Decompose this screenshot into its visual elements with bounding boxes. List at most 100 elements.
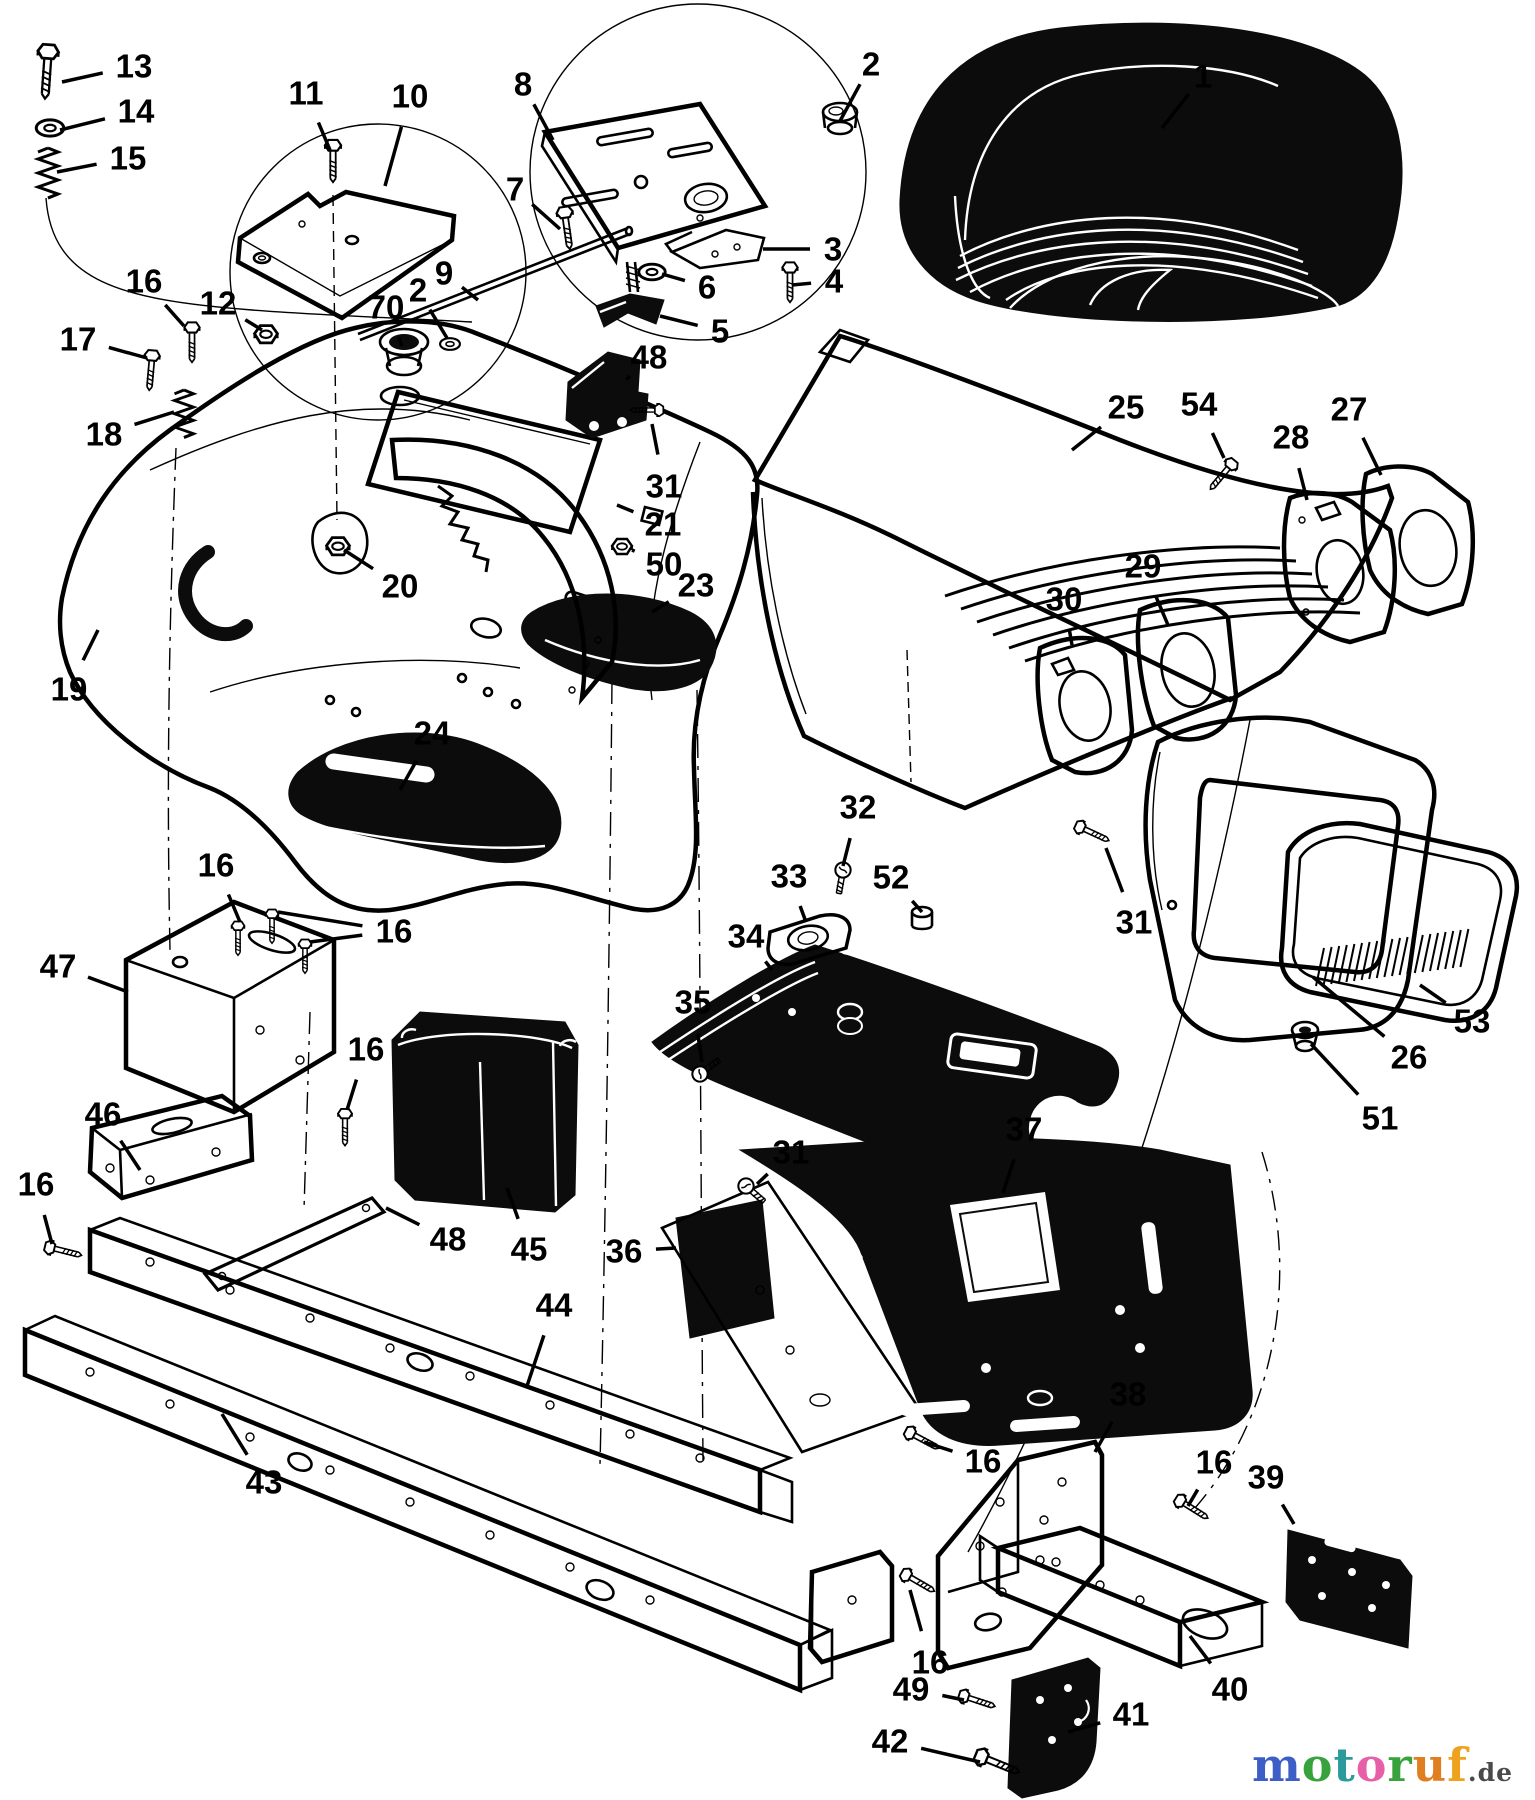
- leader-line-35: [696, 1033, 704, 1063]
- callout-18: 18: [86, 416, 123, 453]
- callout-25: 25: [1108, 389, 1145, 426]
- callout-27: 27: [1331, 391, 1368, 428]
- callout-41: 41: [1113, 1696, 1150, 1733]
- watermark-logo: motoruf.de: [1252, 1738, 1513, 1792]
- leader-line-48: [625, 374, 632, 381]
- leader-line-6: [661, 272, 686, 283]
- leader-line-2: [428, 308, 449, 339]
- leader-line-41: [1067, 1721, 1101, 1734]
- strap-48: [202, 1196, 387, 1292]
- mesh-line: [1451, 929, 1462, 969]
- leader-line-24: [398, 760, 418, 791]
- seat-part: [899, 22, 1403, 322]
- callout-21: 21: [645, 506, 682, 543]
- callout-48: 48: [631, 339, 668, 376]
- leader-line-25: [1070, 425, 1103, 452]
- callout-34: 34: [728, 918, 765, 955]
- callout-14: 14: [118, 93, 155, 130]
- callout-50: 50: [646, 546, 683, 583]
- leader-line-32: [841, 837, 852, 867]
- watermark-letter: o: [1355, 1738, 1388, 1792]
- leader-line-27: [1361, 437, 1383, 476]
- leader-line-33: [798, 905, 808, 923]
- callout-40: 40: [1212, 1671, 1249, 1708]
- ignition-plate-33: [766, 913, 852, 967]
- leader-line-5: [659, 314, 699, 328]
- callout-9: 9: [435, 255, 453, 292]
- callout-46: 46: [85, 1096, 122, 1133]
- leader-line-44: [525, 1334, 546, 1387]
- leader-line-34: [764, 960, 774, 972]
- callout-33: 33: [771, 858, 808, 895]
- plate-41: [1007, 1657, 1101, 1799]
- leader-line-2: [838, 83, 862, 122]
- leader-line-36: [655, 1246, 677, 1251]
- headlight-lens-27: [1360, 464, 1476, 617]
- callout-7: 7: [506, 171, 524, 208]
- watermark-letter: t: [1333, 1738, 1356, 1792]
- callout-4: 4: [825, 263, 844, 300]
- mesh-line: [1421, 933, 1432, 973]
- leader-line-20: [343, 548, 375, 571]
- callout-54: 54: [1181, 386, 1218, 423]
- callout-42: 42: [872, 1723, 909, 1760]
- callout-35: 35: [675, 984, 712, 1021]
- callout-51: 51: [1362, 1100, 1399, 1137]
- mesh-line: [1368, 940, 1379, 980]
- leader-line-29: [1153, 594, 1170, 626]
- callout-24: 24: [414, 715, 451, 752]
- mesh-line: [1459, 928, 1470, 968]
- watermark-letter: o: [1301, 1738, 1334, 1792]
- leader-line-31: [650, 423, 660, 455]
- floor-pad-24: [288, 732, 562, 863]
- callout-31: 31: [773, 1134, 810, 1171]
- callout-16: 16: [126, 263, 163, 300]
- mesh-line: [1391, 937, 1401, 977]
- leader-line-42: [920, 1746, 981, 1764]
- callout-26: 26: [1391, 1039, 1428, 1076]
- leader-line-38: [1093, 1420, 1114, 1453]
- callout-19: 19: [51, 671, 88, 708]
- leader-line-48: [385, 1206, 421, 1227]
- leader-line-9: [460, 285, 480, 302]
- headlight-housing-30: [1035, 635, 1135, 776]
- mesh-line: [1360, 941, 1371, 981]
- leader-line-26: [1311, 975, 1386, 1038]
- callout-16: 16: [912, 1644, 949, 1681]
- watermark-letter: u: [1412, 1738, 1448, 1792]
- leader-line-70: [396, 335, 404, 347]
- leader-line-12: [244, 318, 263, 332]
- plug-52: [910, 905, 934, 931]
- leader-line-49: [941, 1693, 965, 1702]
- callout-39: 39: [1248, 1459, 1285, 1496]
- leader-line-39: [1280, 1503, 1296, 1525]
- callout-5: 5: [711, 313, 729, 350]
- callout-8: 8: [514, 66, 532, 103]
- floor-pad-23: [521, 593, 717, 692]
- callout-17: 17: [60, 321, 97, 358]
- watermark-suffix: .de: [1467, 1758, 1513, 1787]
- leader-line-14: [59, 117, 106, 132]
- callout-13: 13: [116, 48, 153, 85]
- mesh-line: [1345, 943, 1356, 983]
- leader-line-8: [532, 103, 555, 141]
- leader-line-11: [316, 121, 332, 151]
- leader-line-51: [1309, 1042, 1360, 1096]
- leader-line-4: [791, 281, 812, 287]
- mesh-line: [1353, 942, 1363, 982]
- seat-bracket-3: [663, 228, 766, 270]
- callout-16: 16: [198, 847, 235, 884]
- leader-line-21: [616, 503, 635, 514]
- leader-line-17: [108, 345, 148, 360]
- callout-48: 48: [430, 1221, 467, 1258]
- callout-6: 6: [698, 269, 716, 306]
- frame-rail-43: [22, 1314, 834, 1694]
- callout-16: 16: [376, 913, 413, 950]
- seat-plate-part: [540, 101, 769, 266]
- mesh-line: [1330, 945, 1341, 985]
- leader-line-50: [631, 548, 636, 553]
- leader-line-7: [531, 202, 562, 231]
- leader-line-16: [163, 303, 186, 328]
- callout-32: 32: [840, 789, 877, 826]
- leader-line-13: [61, 71, 104, 84]
